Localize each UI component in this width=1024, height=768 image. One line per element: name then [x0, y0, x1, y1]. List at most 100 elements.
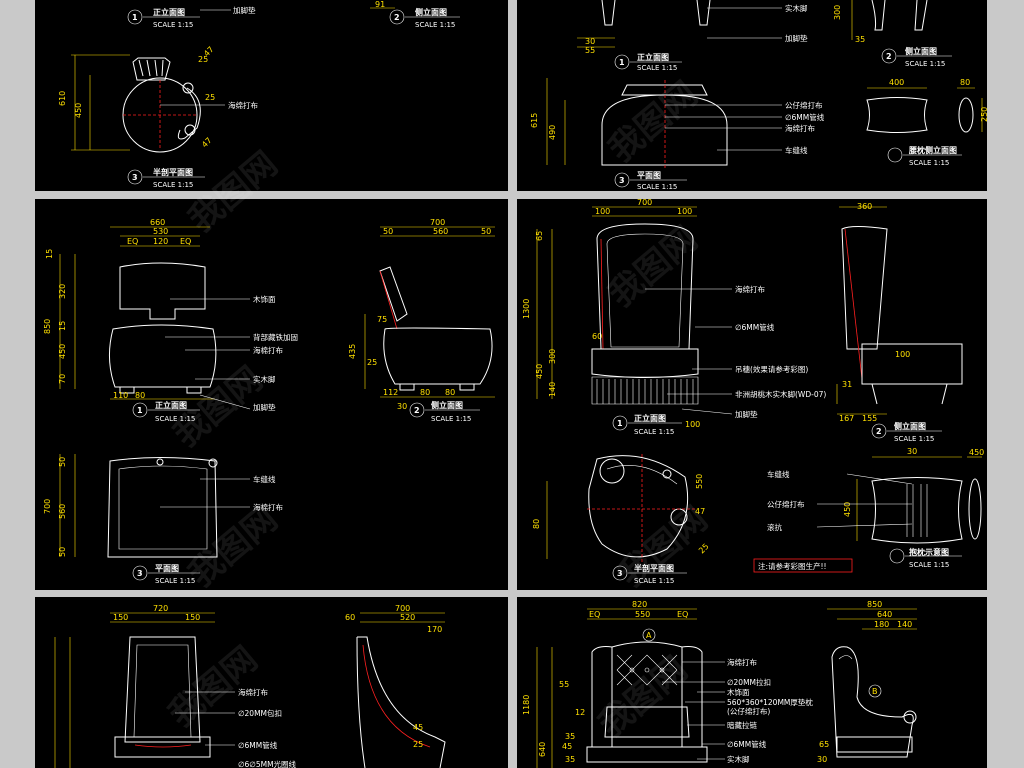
svg-text:2: 2	[414, 406, 420, 415]
dim-80: 80	[960, 78, 970, 87]
dim-660: 660	[150, 218, 165, 227]
dim-400: 400	[889, 78, 904, 87]
dim-140: 140	[897, 620, 912, 629]
dim-300: 300	[833, 5, 842, 20]
dim-550: 80	[532, 519, 541, 529]
svg-text:2: 2	[394, 13, 400, 22]
dim-50b: 50	[481, 227, 491, 236]
dim-850: 850	[867, 600, 882, 609]
dim-75: 75	[377, 315, 387, 324]
svg-text:1: 1	[137, 406, 143, 415]
pillow-title: 腰枕侧立面图	[908, 145, 957, 155]
label-iron-reinforce: 背部藏铁加固	[253, 332, 298, 342]
label-stitch: 车缝线	[767, 469, 790, 479]
plan-title: 平面图	[155, 564, 179, 573]
dim-55: 55	[585, 46, 595, 55]
dim-155: 167	[839, 414, 854, 423]
callout-a: A	[646, 631, 652, 640]
label-stitch: 车缝线	[785, 145, 808, 155]
dim-530: 530	[153, 227, 168, 236]
label-piping: ∅6MM管线	[727, 739, 767, 749]
dim-50c: 50	[58, 457, 67, 467]
label-walnut-leg: 非洲胡桃木实木脚(WD-07)	[735, 389, 826, 399]
label-roll: 滚抗	[767, 522, 782, 532]
dim-15a: 15	[45, 249, 54, 259]
panel-6-drawing: 820 EQ 550 EQ A 1180 55 12 640 35 45 35 …	[522, 600, 917, 768]
label-wood-leg: 实木脚	[785, 3, 808, 13]
dim-30: 30	[817, 755, 827, 764]
label-cushion-size: 560*360*120MM厚垫枕	[727, 697, 813, 707]
dim-50d: 50	[58, 547, 67, 557]
pad-label: 加脚垫	[233, 5, 256, 15]
dim-25: 47	[695, 507, 705, 516]
label-stitch: 车缝线	[253, 474, 276, 484]
label-piping: ∅6MM管线	[735, 322, 775, 332]
dim-55: 55	[559, 680, 569, 689]
plan-title: 半剖平面图	[153, 167, 193, 177]
label-foam-fabric: 海绵打布	[735, 284, 765, 294]
dim-25: 25	[367, 358, 377, 367]
front-view-scale: SCALE 1:15	[634, 428, 674, 436]
dim-47b: 47	[200, 136, 214, 150]
dim-91: 91	[375, 0, 385, 9]
svg-text:3: 3	[617, 569, 623, 578]
plan-scale: SCALE 1:15	[637, 183, 677, 191]
dim-167: 31	[842, 380, 852, 389]
dim-110: 110	[113, 391, 128, 400]
side-view-title: 侧立面图	[415, 7, 447, 17]
panel-5-drawing: 720 150 150 海绵打布 ∅20MM包扣 ∅6MM管线 ∅6∅5MM光圈…	[54, 604, 446, 768]
dim-850: 850	[43, 319, 52, 334]
dim-eq-left: EQ	[589, 610, 600, 619]
dim-550: 550	[635, 610, 650, 619]
dim-31: 100	[895, 350, 910, 359]
label-piping: ∅6MM管线	[785, 112, 825, 122]
dim-450c: 450	[843, 502, 852, 517]
dim-490: 490	[548, 125, 557, 140]
plan-scale: SCALE 1:15	[634, 577, 674, 585]
label-sponge-fabric: 海绵打布	[785, 123, 815, 133]
dim-520: 520	[400, 613, 415, 622]
dim-450: 450	[58, 344, 67, 359]
label-doll-fabric: (公仔绵打布)	[727, 706, 770, 716]
dim-65: 65	[535, 231, 544, 241]
drawing-panel-3: 660 530 EQ 120 EQ 15 320 850 15 450 70 1…	[35, 199, 508, 590]
plan-title: 平面图	[637, 171, 661, 180]
dim-50a: 50	[383, 227, 393, 236]
svg-text:3: 3	[619, 176, 625, 185]
panel-2-drawing: 30 55 实木脚 加脚垫 1 正立面图 SCALE 1:15 300 35 2…	[530, 0, 987, 191]
dim-170: 170	[427, 625, 442, 634]
dim-150b: 150	[185, 613, 200, 622]
dim-47a: 550	[695, 474, 704, 489]
dim-25b: 25	[198, 55, 208, 64]
dim-450b: 30	[907, 447, 917, 456]
svg-text:2: 2	[876, 427, 882, 436]
dim-640: 640	[538, 742, 547, 757]
svg-text:3: 3	[132, 173, 138, 182]
dim-30: 155	[862, 414, 877, 423]
dim-360: 360	[857, 202, 872, 211]
panel-3-drawing: 660 530 EQ 120 EQ 15 320 850 15 450 70 1…	[43, 218, 495, 585]
side-view-scale: SCALE 1:15	[415, 21, 455, 29]
dim-30: 30	[397, 402, 407, 411]
dim-35a: 35	[565, 732, 575, 741]
side-view-scale: SCALE 1:15	[431, 415, 471, 423]
dim-15b: 15	[58, 321, 67, 331]
svg-text:1: 1	[619, 58, 625, 67]
label-piping: ∅6MM管线	[238, 740, 278, 750]
dim-1180: 1180	[522, 695, 531, 715]
pillow-scale: SCALE 1:15	[909, 561, 949, 569]
dim-60: 60	[592, 332, 602, 341]
front-view-scale: SCALE 1:15	[637, 64, 677, 72]
dim-700a: 700	[430, 218, 445, 227]
front-view-title: 正立面图	[155, 400, 187, 410]
dim-1300: 1300	[522, 299, 531, 319]
label-ring-line: ∅6∅5MM光圈线	[238, 759, 297, 768]
front-view-scale: SCALE 1:15	[155, 415, 195, 423]
dim-70: 70	[58, 374, 67, 384]
pillow-scale: SCALE 1:15	[909, 159, 949, 167]
label-wood-veneer: 木饰面	[727, 687, 750, 697]
dim-640: 640	[877, 610, 892, 619]
dim-112: 112	[383, 388, 398, 397]
dim-60: 60	[345, 613, 355, 622]
dim-700b: 700	[43, 499, 52, 514]
